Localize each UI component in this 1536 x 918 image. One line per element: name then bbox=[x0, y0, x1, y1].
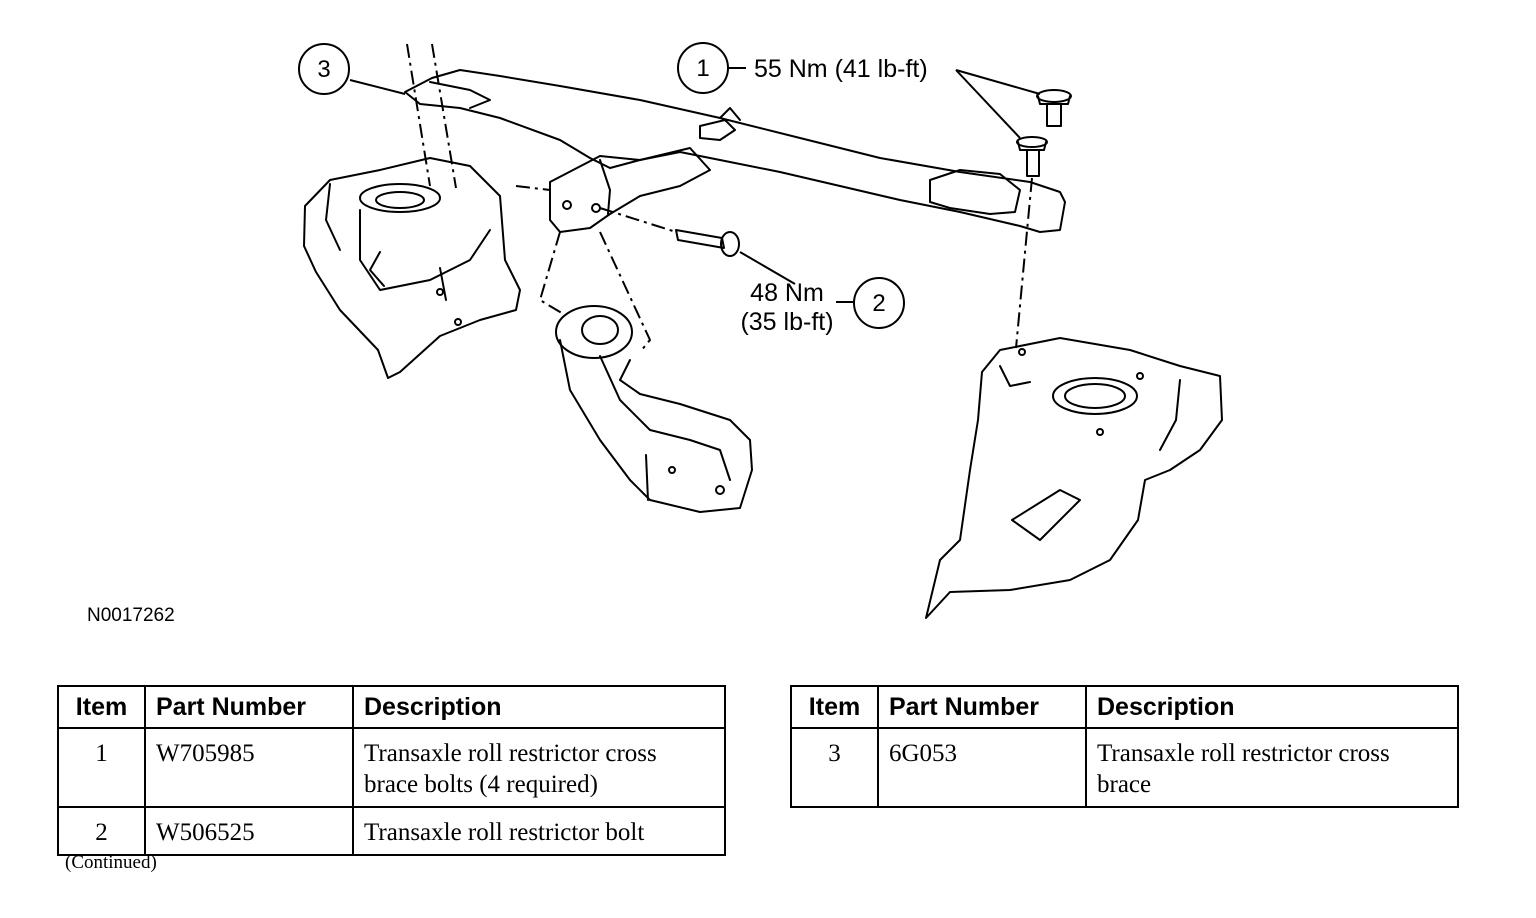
column-header-part-number: Part Number bbox=[144, 685, 354, 729]
callout-1-number: 1 bbox=[696, 55, 709, 82]
column-header-part-number: Part Number bbox=[877, 685, 1087, 729]
cross-brace-bolts-drawing bbox=[1016, 89, 1072, 177]
callout-1: 1 55 Nm (41 lb-ft) bbox=[677, 42, 928, 94]
table-row: 1 W705985 Transaxle roll restrictor cros… bbox=[57, 727, 726, 808]
roll-restrictor-drawing bbox=[555, 305, 753, 513]
part-description: Transaxle roll restrictor cross brace bbox=[1085, 727, 1459, 808]
callout-2-number: 2 bbox=[872, 290, 885, 317]
part-number: W705985 bbox=[144, 727, 354, 808]
column-header-item: Item bbox=[57, 685, 146, 729]
column-header-item: Item bbox=[790, 685, 879, 729]
column-header-description: Description bbox=[352, 685, 726, 729]
callout-2-torque-lbft: (35 lb-ft) bbox=[740, 308, 833, 336]
item-number: 2 bbox=[57, 806, 146, 856]
continued-note: (Continued) bbox=[65, 852, 157, 873]
item-number: 1 bbox=[57, 727, 146, 808]
exploded-view-illustration: 3 1 55 Nm (41 lb-ft) 2 48 Nm (35 lb-ft) bbox=[298, 42, 1223, 619]
parts-table-left: Item Part Number Description 1 W705985 T… bbox=[57, 685, 726, 856]
table-row: 3 6G053 Transaxle roll restrictor cross … bbox=[790, 727, 1459, 808]
callout-2: 2 48 Nm (35 lb-ft) bbox=[740, 277, 905, 336]
item-number: 3 bbox=[790, 727, 879, 808]
part-number: W506525 bbox=[144, 806, 354, 856]
left-mount-drawing bbox=[303, 157, 521, 379]
right-mount-drawing bbox=[925, 337, 1223, 619]
figure-id: N0017262 bbox=[87, 605, 175, 626]
table-header-row: Item Part Number Description bbox=[790, 685, 1459, 729]
part-number: 6G053 bbox=[877, 727, 1087, 808]
table-row: 2 W506525 Transaxle roll restrictor bolt bbox=[57, 806, 726, 856]
cross-brace-drawing bbox=[404, 69, 1066, 233]
callout-3-number: 3 bbox=[317, 56, 330, 83]
part-description: Transaxle roll restrictor bolt bbox=[352, 806, 726, 856]
part-description: Transaxle roll restrictor cross brace bo… bbox=[352, 727, 726, 808]
column-header-description: Description bbox=[1085, 685, 1459, 729]
roll-restrictor-bolt-drawing bbox=[675, 229, 740, 257]
callout-2-torque-nm: 48 Nm bbox=[750, 279, 824, 307]
callout-1-torque: 55 Nm (41 lb-ft) bbox=[754, 55, 928, 83]
table-header-row: Item Part Number Description bbox=[57, 685, 726, 729]
callout-3: 3 bbox=[298, 43, 350, 95]
parts-table-right: Item Part Number Description 3 6G053 Tra… bbox=[790, 685, 1459, 808]
